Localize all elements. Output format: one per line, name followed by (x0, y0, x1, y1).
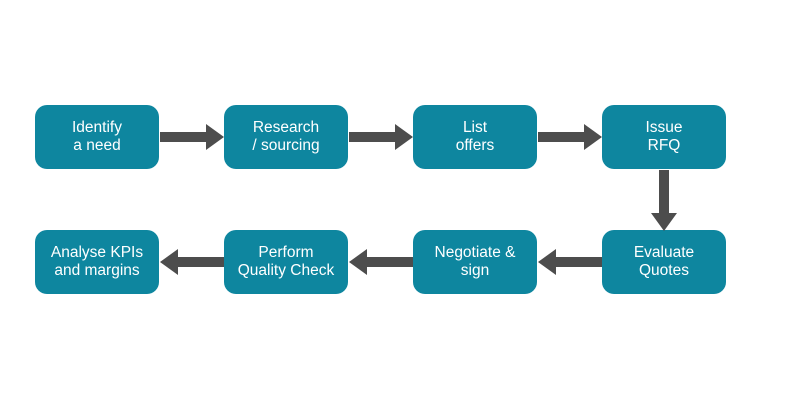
arrow-left-icon (160, 249, 224, 275)
arrow-down-icon (651, 170, 677, 231)
step-label: Negotiate & sign (434, 244, 516, 279)
step-box-list-offers: List offers (413, 105, 537, 169)
step-box-issue-rfq: Issue RFQ (602, 105, 726, 169)
step-label: Evaluate Quotes (633, 244, 695, 279)
arrow-right-icon (160, 124, 224, 150)
step-label: Analyse KPIs and margins (50, 244, 144, 279)
step-label: Perform Quality Check (237, 244, 335, 279)
step-label: Issue RFQ (645, 119, 683, 154)
step-box-negotiate-sign: Negotiate & sign (413, 230, 537, 294)
arrow-left-icon (349, 249, 413, 275)
step-box-analyse-kpis: Analyse KPIs and margins (35, 230, 159, 294)
step-label: List offers (455, 119, 495, 154)
step-label: Research / sourcing (252, 119, 320, 154)
arrow-right-icon (349, 124, 413, 150)
step-box-quality-check: Perform Quality Check (224, 230, 348, 294)
step-box-research-sourcing: Research / sourcing (224, 105, 348, 169)
arrow-right-icon (538, 124, 602, 150)
step-box-evaluate-quotes: Evaluate Quotes (602, 230, 726, 294)
step-box-identify-need: Identify a need (35, 105, 159, 169)
arrow-left-icon (538, 249, 602, 275)
step-label: Identify a need (72, 119, 122, 154)
